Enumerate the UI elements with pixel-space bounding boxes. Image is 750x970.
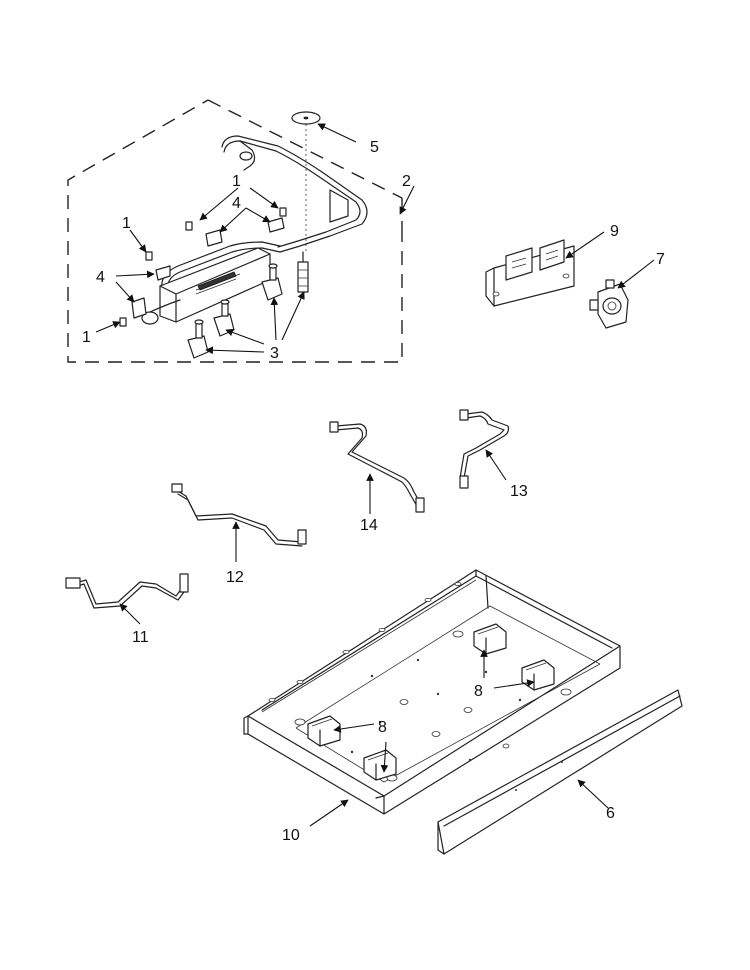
- callout-1: 1: [82, 329, 91, 346]
- pan-flange-holes: [268, 582, 462, 703]
- callout-13: 13: [510, 483, 528, 500]
- clip-4-upper: [205, 217, 285, 247]
- burner-bracket: [141, 247, 271, 325]
- callout-11: 11: [132, 629, 149, 646]
- callout-labels: 1 1 1 2 3 4 4 5 6 7 8 8 8 9 10 11 12 13 …: [82, 139, 665, 844]
- tube-part-13: [459, 409, 510, 489]
- callout-4: 4: [96, 269, 105, 286]
- callout-12: 12: [226, 569, 244, 586]
- pan-floor-holes: [294, 630, 572, 782]
- callout-7: 7: [656, 251, 665, 268]
- tube-part-14: [329, 421, 425, 513]
- trim-strip-part-6: [437, 689, 683, 855]
- callout-10: 10: [282, 827, 300, 844]
- callout-5: 5: [370, 139, 379, 156]
- clip-4-lower: [131, 265, 171, 319]
- tube-part-12: [171, 483, 307, 547]
- callout-1: 1: [122, 215, 131, 232]
- leader-lines: [95, 123, 655, 827]
- callout-6: 6: [606, 805, 615, 822]
- burner-valve-a: [187, 319, 209, 359]
- orifice-part-5: [291, 111, 321, 254]
- gas-manifold-pipe: [161, 135, 368, 291]
- callout-9: 9: [610, 223, 619, 240]
- assembly-boundary-2: [67, 99, 403, 363]
- pressure-regulator-part-7: [589, 279, 629, 329]
- callout-3: 3: [270, 345, 279, 362]
- callout-14: 14: [360, 517, 378, 534]
- tube-part-11: [65, 573, 189, 609]
- callout-1: 1: [232, 173, 241, 190]
- callout-4: 4: [232, 195, 241, 212]
- burner-valve-d: [297, 251, 309, 293]
- callout-8: 8: [474, 683, 483, 700]
- mounting-bracket-8-left: [307, 715, 341, 747]
- cooktop-pan-part-10: [243, 569, 621, 815]
- callout-2: 2: [402, 173, 411, 190]
- callout-8: 8: [378, 719, 387, 736]
- spark-module-part-9: [485, 239, 575, 307]
- burner-valve-c: [261, 263, 283, 301]
- burner-valve-b: [213, 299, 235, 337]
